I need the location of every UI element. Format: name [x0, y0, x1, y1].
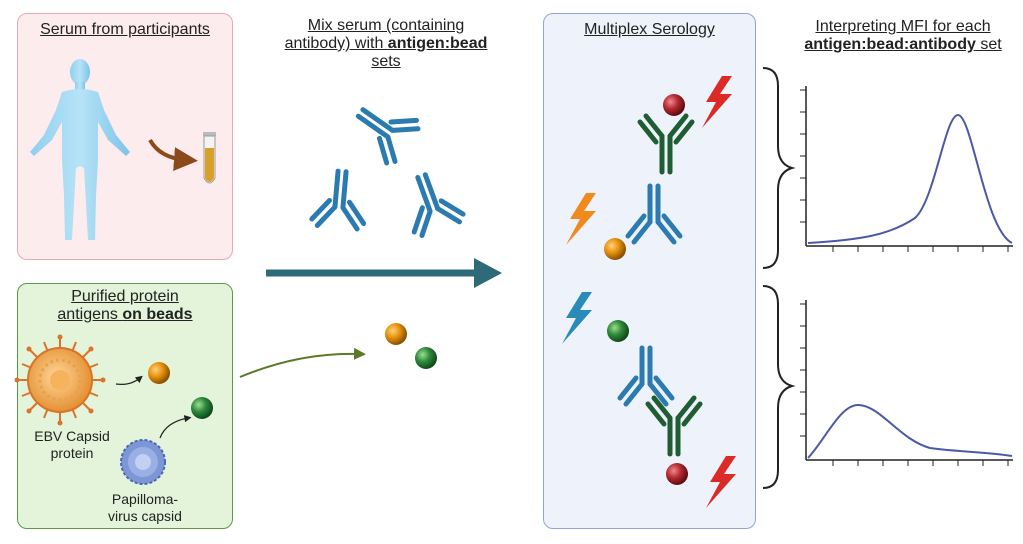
papillomavirus-label: Papilloma- virus capsid — [108, 491, 182, 524]
orange-bead-icon — [604, 238, 626, 260]
red-lightning-icon — [706, 456, 736, 508]
curved-arrow-icon — [148, 138, 198, 172]
antibody-green-icon — [648, 398, 700, 454]
blue-lightning-icon — [562, 292, 592, 344]
red-lightning-icon — [702, 76, 732, 128]
antibody-green-icon — [640, 116, 692, 172]
orange-bead-icon — [148, 362, 170, 384]
serum-panel-title: Serum from participants — [40, 21, 210, 38]
small-arrow-icon — [115, 375, 143, 385]
small-arrow-icon — [159, 415, 192, 439]
papillomavirus-icon — [120, 439, 166, 485]
main-flow-arrow-icon — [266, 258, 502, 288]
antibody-blue-icon — [397, 167, 465, 237]
ebv-capsid-label: EBV Capsid protein — [34, 428, 110, 461]
brace-bottom-icon — [762, 285, 796, 489]
green-bead-icon — [191, 397, 213, 419]
mfi-plot-top — [800, 86, 1013, 252]
bead-flow-arrow-icon — [239, 347, 366, 378]
antibody-blue-icon — [620, 348, 672, 404]
green-bead-icon — [607, 320, 629, 342]
mix-step-heading: Mix serum (containing antibody) with ant… — [284, 17, 488, 70]
antibody-blue-icon — [346, 92, 422, 167]
antibody-blue-icon — [628, 186, 680, 242]
ebv-virus-icon — [14, 334, 106, 426]
red-bead-icon — [663, 94, 685, 116]
mfi-plot-bottom — [800, 300, 1013, 466]
antibody-blue-icon — [311, 169, 368, 229]
green-bead-icon — [415, 347, 437, 369]
orange-bead-icon — [385, 323, 407, 345]
multiplex-panel-title: Multiplex Serology — [584, 21, 715, 38]
mfi-step-heading: Interpreting MFI for each antigen:bead:a… — [804, 18, 1002, 53]
red-bead-icon — [666, 463, 688, 485]
orange-lightning-icon — [566, 193, 596, 245]
brace-top-icon — [762, 67, 796, 269]
human-silhouette-icon — [30, 59, 130, 240]
test-tube-icon — [203, 132, 216, 184]
antigen-panel-title: Purified protein antigens on beads — [57, 288, 193, 323]
